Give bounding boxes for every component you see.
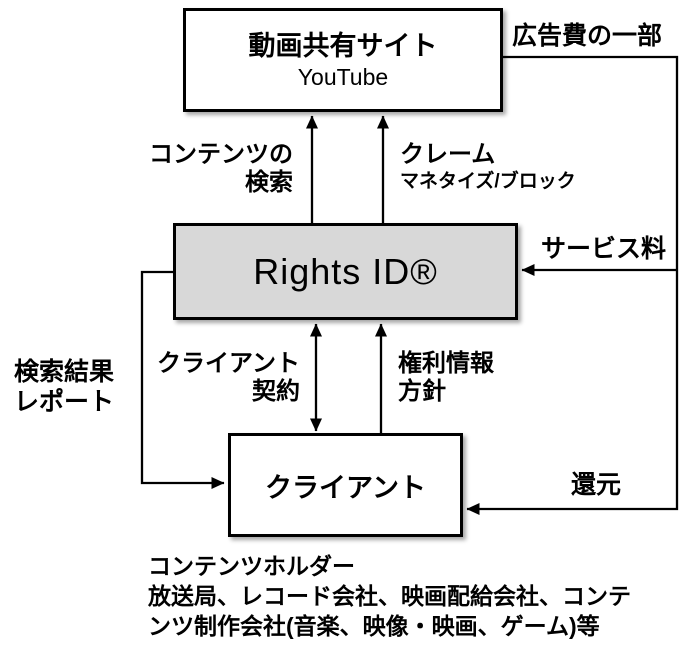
rights-id-title: Rights ID® [253,250,438,292]
search-report-line1: 検索結果 [14,358,115,386]
footnote-line1: コンテンツホルダー [148,553,355,579]
ad-fee-label: 広告費の一部 [512,22,663,50]
content-search-line2: 検索 [245,169,293,196]
footnote-line2: 放送局、レコード会社、映画配給会社、コンテ [148,583,631,609]
content-search-label: コンテンツの 検索 [140,141,293,197]
video-sharing-site-subtitle: YouTube [297,63,389,90]
claim-label: クレーム マネタイズ/ブロック [400,141,576,194]
claim-line2: マネタイズ/ブロック [400,171,576,192]
client-title: クライアント [265,472,426,503]
video-sharing-site-box: 動画共有サイト YouTube [183,8,503,112]
claim-line1: クレーム [400,141,496,168]
search-report-label: 検索結果 レポート [14,357,114,417]
footnote-line3: ンツ制作会社(音楽、映像・映画、ゲーム)等 [148,613,600,639]
rights-info-line2: 方針 [398,378,446,405]
search-report-line2: レポート [14,388,115,416]
client-contract-line2: 契約 [252,378,300,405]
path-search-report [140,270,225,489]
rights-info-label: 権利情報 方針 [398,350,494,406]
client-box: クライアント [228,433,463,537]
rights-id-box: Rights ID® [173,223,518,320]
return-label: 還元 [571,471,622,499]
content-holder-footnote: コンテンツホルダー 放送局、レコード会社、映画配給会社、コンテ ンツ制作会社(音… [148,551,673,641]
path-ad-fee-return [466,55,679,515]
video-sharing-site-title: 動画共有サイト [248,30,438,61]
service-fee-label: サービス料 [540,235,666,263]
client-contract-label: クライアント 契約 [147,350,300,406]
content-search-line1: コンテンツの [149,141,293,168]
rights-info-line1: 権利情報 [398,350,494,377]
client-contract-line1: クライアント [156,350,300,377]
